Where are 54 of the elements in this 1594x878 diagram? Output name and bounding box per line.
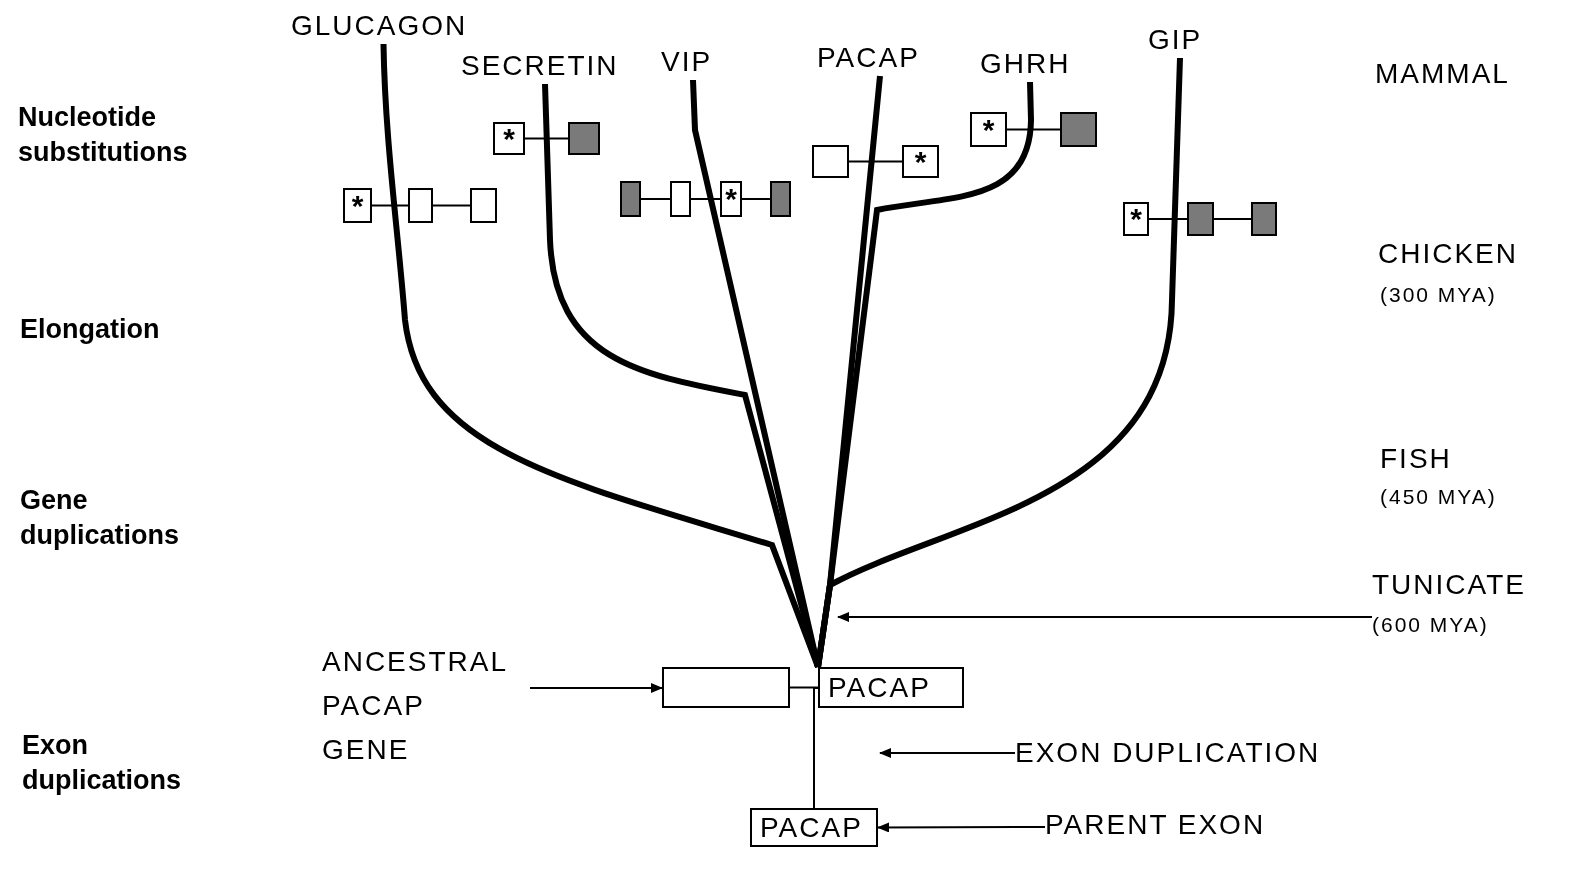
stage-label: Gene duplications <box>20 484 180 552</box>
annotation-label: EXON DUPLICATION <box>1015 735 1355 771</box>
stage-label: Exon duplications <box>22 729 182 797</box>
exon-box: * <box>970 112 1007 147</box>
gene-label: ANCESTRAL PACAP GENE <box>322 640 532 775</box>
exon-box: * <box>902 145 939 178</box>
exon-box: PACAP <box>818 667 964 708</box>
stage-label: Nucleotide substitutions <box>18 101 189 169</box>
exon-box <box>408 188 433 223</box>
stage-label: Elongation <box>20 313 161 346</box>
exon-box <box>1060 112 1097 147</box>
exon-box <box>670 181 691 217</box>
exon-box <box>812 145 849 178</box>
exon-box: * <box>1123 202 1149 236</box>
exon-box <box>620 181 641 217</box>
arrow <box>529 683 663 693</box>
connector-line <box>848 160 903 163</box>
connector-line <box>1213 218 1252 220</box>
gene-label: GIP <box>1148 22 1212 58</box>
gene-label: PACAP <box>817 40 943 76</box>
gene-label: VIP <box>661 44 725 80</box>
connector-line <box>1006 128 1061 131</box>
era-label: FISH <box>1380 443 1452 475</box>
gene-label: SECRETIN <box>461 48 629 84</box>
connector-line <box>432 204 471 207</box>
era-label: TUNICATE (600 MYA) <box>1372 567 1562 667</box>
annotation-label: PARENT EXON <box>1045 807 1290 847</box>
era-label: MAMMAL <box>1375 58 1510 90</box>
exon-box <box>1187 202 1214 236</box>
exon-box <box>470 188 497 223</box>
connector-line <box>640 198 671 200</box>
era-label: (450 MYA) <box>1380 485 1497 509</box>
exon-box: * <box>343 188 372 223</box>
exon-box <box>1251 202 1277 236</box>
arrow <box>879 748 1016 758</box>
connector-line <box>1148 218 1188 220</box>
connector-line <box>690 198 721 200</box>
era-label: CHICKEN <box>1378 238 1518 270</box>
connector-line <box>813 687 819 809</box>
connector-line <box>741 198 771 200</box>
exon-box <box>770 181 791 217</box>
connector-line <box>524 137 569 140</box>
gene-label: GHRH <box>980 46 1080 82</box>
exon-box: * <box>720 181 742 217</box>
exon-box: * <box>493 122 525 155</box>
arrow <box>877 822 1046 833</box>
exon-box: PACAP <box>750 808 878 847</box>
connector-line <box>371 204 409 207</box>
era-label: (300 MYA) <box>1380 283 1497 307</box>
exon-box <box>568 122 600 155</box>
gene-label: GLUCAGON <box>291 8 476 44</box>
arrow <box>837 612 1373 622</box>
tree-branch <box>815 57 1183 668</box>
exon-box <box>662 667 790 708</box>
